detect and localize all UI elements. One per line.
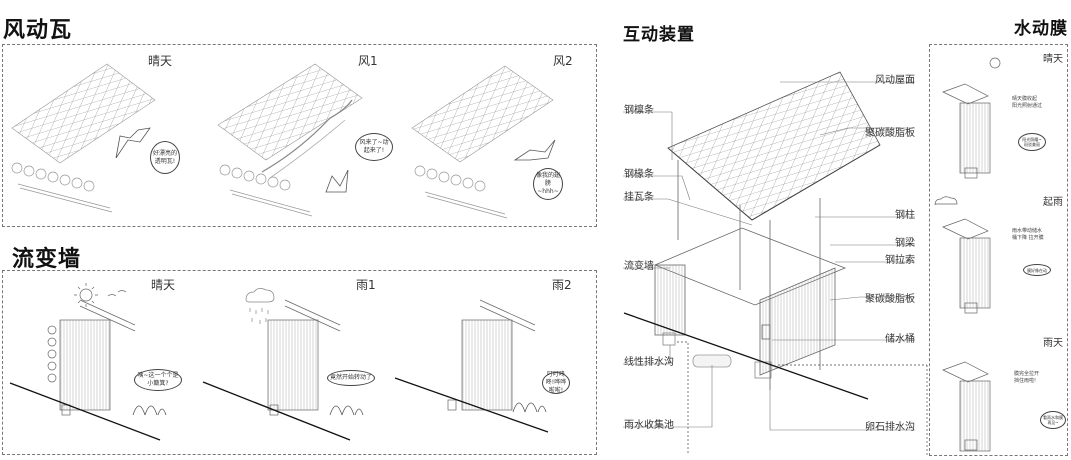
water-membrane-panel [929,44,1068,456]
callout-polycarbonate-roof: 聚碳酸脂板 [865,128,915,139]
rheo-wall-sunny [47,299,136,416]
rheo-wall-label-rain2: 雨2 [552,278,572,292]
bubble-wind-tile-sunny: 好漂亮的透明瓦! [150,141,180,174]
callout-steel-purlin: 钢檩条 [624,105,654,116]
bird-icon [115,127,556,193]
people-icon [132,402,547,416]
wind-tile-roof-sunny [11,63,156,164]
membrane-unit-sunny [942,57,1001,179]
callout-tile-batten: 挂瓦条 [624,192,654,203]
callout-steel-beam: 钢梁 [895,238,915,249]
callout-steel-column: 钢柱 [895,210,915,221]
callout-linear-drain: 线性排水沟 [624,357,674,368]
device-ground-line [623,312,869,400]
callout-steel-cable: 钢拉索 [885,255,915,266]
device-roof [667,71,881,221]
wind-tile-label-wind2: 风2 [553,54,573,68]
water-membrane-title: 水动膜 [1014,19,1068,39]
callout-rheo-wall: 流变墙 [624,261,654,272]
bubble-wind-tile-wind2: 像我的翅膀~hhh~ [533,168,563,200]
water-membrane-label-sunny: 晴天 [1043,54,1063,65]
callout-pebble-drain: 卵石排水沟 [865,422,915,433]
wind-tile-panel [2,44,597,227]
callout-polycarbonate-wall: 聚碳酸脂板 [865,294,915,305]
device-dashed-leaders [677,341,928,455]
sun-icon [74,283,127,307]
rheo-wall-title: 流变墙 [12,247,82,272]
membrane-unit-rainstart [934,196,991,314]
bubble-membrane-sunny: 阳光照耀~斑驳美丽 [1018,133,1046,151]
callout-wind-roof: 风动屋面 [875,75,915,86]
device-callout-lines [623,81,915,431]
bubble-membrane-rainstart: 膜好像在动 [1023,264,1051,276]
wind-tile-roof-wind1 [217,63,363,179]
callout-rain-pool: 雨水收集池 [624,420,674,431]
rheo-wall-label-rain1: 雨1 [356,278,376,292]
device-title: 互动装置 [623,25,695,45]
water-membrane-label-rainstart: 起雨 [1043,197,1063,208]
bubble-rheo-wall-sunny: 咦~这一个个是小簸箕? [134,369,182,391]
rheo-wall-panel [2,270,597,455]
bubble-wind-tile-wind1: 风来了~动起来了! [355,133,393,161]
wind-tile-rows [11,162,508,219]
wind-tile-label-sunny: 晴天 [148,54,173,68]
wind-tile-label-wind1: 风1 [358,54,378,68]
membrane-note-sunny: 晴天膜收起 阳光照射通过 [1012,96,1043,109]
water-membrane-label-rainy: 雨天 [1043,338,1063,349]
ground-lines [9,377,549,441]
rheo-wall-rain1 [267,299,341,416]
membrane-note-rainy: 膜完全拉开 挡住雨啦! [1014,371,1040,384]
bubble-rheo-wall-rain2: 叮叮咚咚!哗哗啦啦! [542,371,570,394]
membrane-note-rainstart: 雨水带动储水桶下降 拉开膜 [1012,228,1044,241]
membrane-unit-rainy [942,361,991,452]
wind-tile-title: 风动瓦 [3,18,73,43]
bubble-rheo-wall-rain1: 竟然开始转动了 [327,370,375,386]
rheo-wall-label-sunny: 晴天 [151,278,176,292]
callout-water-bucket: 储水桶 [885,334,915,345]
rheo-wall-rain2 [447,299,536,411]
cloud-rain-icon [245,288,275,324]
callout-steel-rafter: 钢椽条 [624,169,654,180]
device-drains [662,332,772,379]
wind-tile-roof-wind2 [411,65,554,163]
bubble-membrane-rainy: 看雨水和膜再见~ [1040,411,1066,429]
